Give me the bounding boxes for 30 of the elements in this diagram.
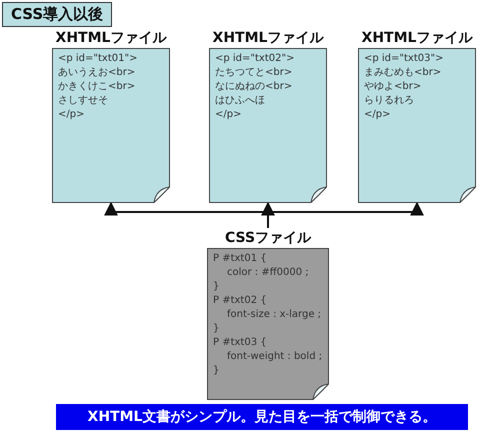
code-line: はひふへほ [215, 94, 266, 108]
code-line: </p> [58, 108, 86, 122]
code-line: あいうえお<br> [58, 66, 136, 80]
code-line: color : #ff0000 ; [226, 266, 310, 280]
code-line: P #txt01 { [213, 252, 268, 266]
file-heading: CSSファイル [224, 229, 312, 248]
code-line: } [213, 280, 220, 294]
caption-banner: XHTML文書がシンプル。見た目を一括で制御できる。 [56, 404, 468, 430]
code-line: かきくけこ<br> [58, 80, 136, 94]
code-line: まみむめも<br> [364, 66, 442, 80]
file-heading: XHTMLファイル [54, 29, 168, 48]
code-line: たちつてと<br> [215, 66, 294, 80]
code-line: <p id="txt02"> [215, 52, 296, 66]
code-line: さしすせそ [58, 94, 109, 108]
code-line: font-size : x-large ; [226, 308, 322, 322]
code-line: やゆよ<br> [364, 80, 422, 94]
code-line: } [213, 322, 220, 336]
code-line: } [213, 364, 220, 378]
file-heading: XHTMLファイル [212, 29, 325, 48]
file-heading: XHTMLファイル [360, 29, 474, 48]
code-line: らりるれろ [364, 94, 415, 108]
code-line: </p> [215, 108, 242, 122]
code-line: P #txt03 { [213, 336, 268, 350]
code-line: </p> [364, 108, 392, 122]
title-label: CSS導入以後 [2, 2, 112, 27]
code-line: <p id="txt03"> [364, 52, 444, 66]
code-line: なにぬねの<br> [215, 80, 294, 94]
code-line: font-weight : bold ; [226, 350, 323, 364]
code-line: <p id="txt01"> [58, 52, 138, 66]
code-line: P #txt02 { [213, 294, 268, 308]
